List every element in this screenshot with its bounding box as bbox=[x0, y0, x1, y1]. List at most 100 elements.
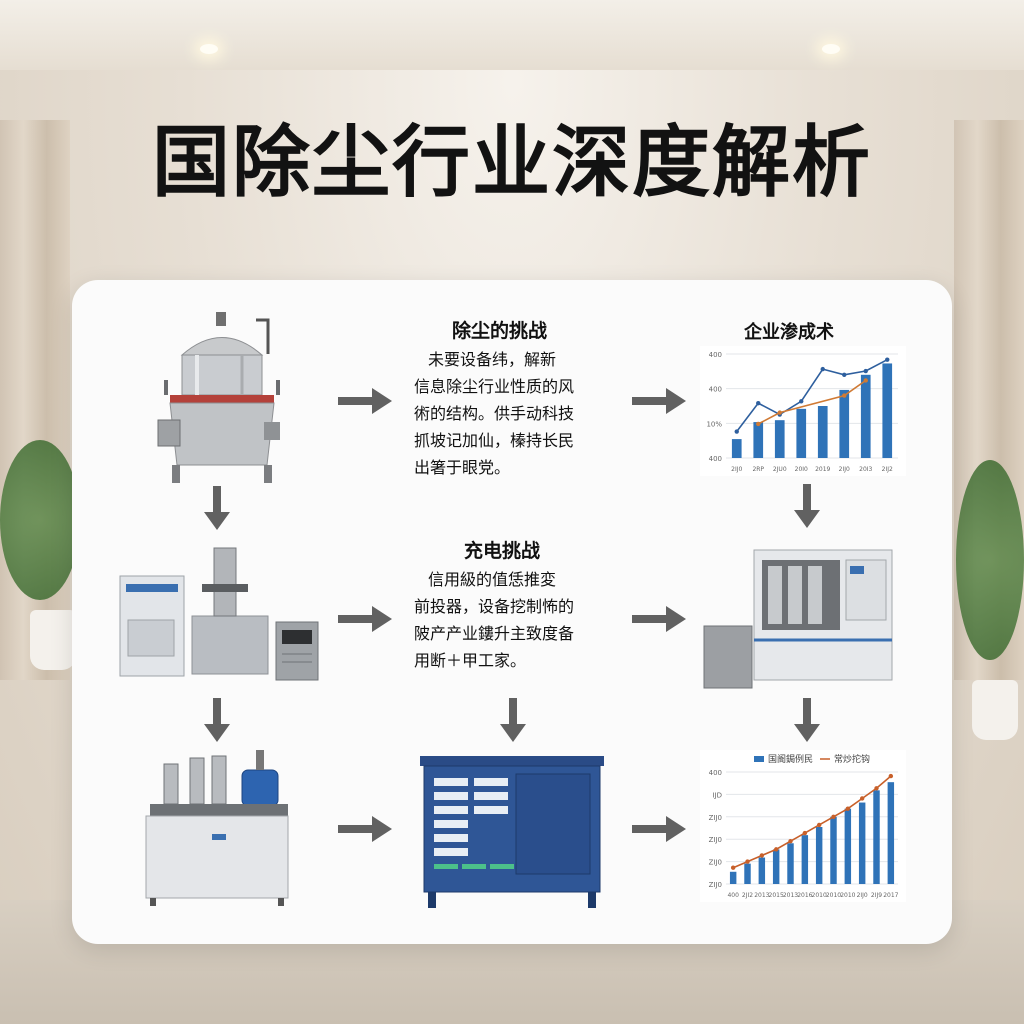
y-tick-label: ZIJ0 bbox=[709, 859, 722, 867]
arrow-right-icon bbox=[632, 388, 686, 414]
x-tick-label: 2016 bbox=[797, 892, 812, 899]
bar bbox=[787, 843, 794, 884]
bar bbox=[731, 439, 742, 458]
line-point bbox=[745, 859, 750, 864]
plant bbox=[956, 460, 1024, 660]
bar bbox=[772, 849, 780, 884]
challenge-text: 未要设备纬，解新 信息除尘行业性质的风 術的结构。供手动科技 抓坡记加仙，榛持长… bbox=[414, 346, 624, 481]
line-point bbox=[820, 366, 825, 372]
electrical-cabinet-image bbox=[420, 756, 604, 908]
bar bbox=[839, 389, 850, 458]
line-point bbox=[756, 421, 761, 427]
line-point bbox=[863, 378, 868, 383]
arrow-right-icon bbox=[338, 816, 392, 842]
plant-pot bbox=[30, 610, 76, 670]
y-tick-label: ZIJ0 bbox=[709, 814, 722, 822]
y-tick-label: 10% bbox=[706, 420, 722, 428]
x-tick-label: 20I0 bbox=[795, 466, 808, 473]
x-tick-label: 2019 bbox=[815, 466, 830, 473]
x-tick-label: 2015 bbox=[769, 892, 784, 899]
x-tick-label: 2IJ2 bbox=[882, 466, 893, 473]
line-point bbox=[799, 399, 804, 404]
y-tick-label: ZIJ0 bbox=[709, 881, 722, 889]
x-tick-label: 2010 bbox=[826, 892, 841, 899]
dust-collector-tank-image bbox=[157, 312, 280, 483]
filter-cabinet-image bbox=[703, 549, 893, 689]
charging-text: 信用級的值恁推変 前投器，设备挖制怖的 陂产产业鏤升主致度备 用断＋甲工家。 bbox=[414, 566, 624, 674]
line-point bbox=[773, 847, 779, 852]
bar bbox=[796, 408, 807, 458]
bar bbox=[882, 363, 893, 458]
challenge-line: 信息除尘行业性质的风 bbox=[414, 377, 575, 396]
arrow-down-icon bbox=[204, 698, 230, 742]
y-tick-label: 400 bbox=[709, 455, 722, 463]
bar bbox=[753, 422, 764, 458]
diagram-panel: 除尘的挑战 未要设备纬，解新 信息除尘行业性质的风 術的结构。供手动科技 抓坡记… bbox=[72, 280, 952, 944]
plant-pot bbox=[972, 680, 1018, 740]
x-tick-label: 2JU0 bbox=[773, 466, 787, 473]
line-point bbox=[888, 773, 894, 779]
x-tick-label: 2013 bbox=[754, 892, 769, 899]
challenge-line: 術的结构。供手动科技 bbox=[414, 404, 575, 423]
bar bbox=[844, 808, 852, 884]
arrow-down-icon bbox=[794, 484, 820, 528]
ceiling-light bbox=[200, 44, 218, 54]
series-line bbox=[732, 775, 892, 869]
x-tick-label: 2JI2 bbox=[742, 892, 753, 899]
x-tick-label: 2IJ0 bbox=[839, 466, 850, 473]
x-tick-label: 2IJ0 bbox=[731, 466, 742, 473]
line-point bbox=[874, 786, 879, 791]
arrow-right-icon bbox=[338, 388, 392, 414]
charging-line: 陂产产业鏤升主致度备 bbox=[414, 624, 575, 643]
y-tick-label: ZIJ0 bbox=[709, 836, 722, 844]
bar bbox=[873, 790, 880, 884]
charging-line: 用断＋甲工家。 bbox=[414, 651, 527, 670]
y-tick-label: IJD bbox=[712, 791, 722, 799]
x-tick-label: 2IJ9 bbox=[871, 892, 882, 899]
bar bbox=[860, 374, 871, 458]
line-point bbox=[885, 357, 890, 362]
challenge-heading: 除尘的挑战 bbox=[452, 320, 548, 342]
line-point bbox=[777, 410, 782, 415]
x-tick-label: 2RP bbox=[752, 466, 764, 473]
line-point bbox=[734, 429, 739, 434]
arrow-down-icon bbox=[500, 698, 526, 742]
arrow-down-icon bbox=[794, 698, 820, 742]
x-tick-label: 400 bbox=[727, 892, 739, 899]
bar bbox=[801, 835, 809, 884]
challenge-line: 未要设备纬，解新 bbox=[428, 350, 557, 369]
y-tick-label: 400 bbox=[709, 351, 722, 359]
line-point bbox=[842, 393, 847, 398]
legend-label: 常炒拕钩 bbox=[834, 753, 870, 765]
line-point bbox=[831, 814, 836, 819]
bar bbox=[887, 782, 895, 884]
ceiling bbox=[0, 0, 1024, 70]
legend-label: 国阍鋦例民 bbox=[768, 753, 813, 765]
top-chart-title: 企业渗成术 bbox=[744, 322, 834, 343]
y-tick-label: 400 bbox=[709, 769, 722, 777]
x-tick-label: 2013 bbox=[783, 892, 798, 899]
line-point bbox=[756, 400, 761, 406]
bar bbox=[758, 857, 766, 884]
arrow-down-icon bbox=[204, 486, 230, 530]
charging-line: 前投器，设备挖制怖的 bbox=[414, 597, 575, 616]
bar bbox=[729, 871, 737, 884]
ceiling-light bbox=[822, 44, 840, 54]
arrow-right-icon bbox=[632, 606, 686, 632]
arrow-right-icon bbox=[632, 816, 686, 842]
series-line bbox=[757, 379, 867, 425]
bar bbox=[774, 420, 785, 458]
filter-machine-group-image bbox=[119, 547, 319, 681]
x-tick-label: 2017 bbox=[883, 892, 898, 899]
x-tick-label: 2IJ0 bbox=[857, 892, 868, 899]
charging-heading: 充电挑战 bbox=[464, 540, 541, 562]
bar bbox=[830, 816, 837, 884]
series-line bbox=[736, 358, 888, 433]
line-point bbox=[845, 806, 851, 811]
x-tick-label: 20I3 bbox=[859, 466, 872, 473]
bar bbox=[744, 863, 751, 884]
legend-swatch bbox=[754, 756, 764, 762]
plant bbox=[0, 440, 80, 600]
